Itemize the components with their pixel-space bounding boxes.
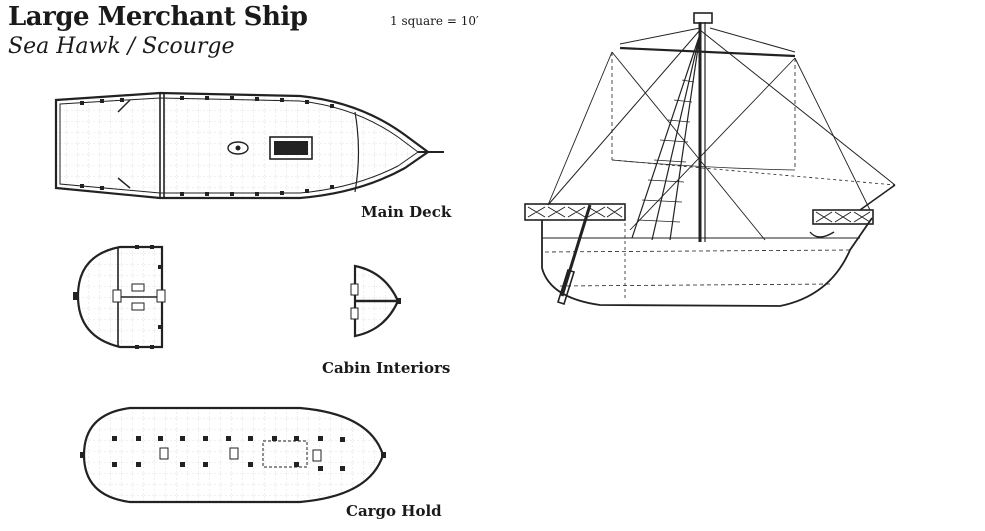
ship-subtitle: Sea Hawk / Scourge	[8, 34, 235, 59]
main-deck-plan	[54, 91, 444, 200]
ship-side-elevation	[524, 12, 896, 307]
bow-cabin-plan	[350, 264, 401, 338]
cargo-hold-label: Cargo Hold	[346, 502, 442, 520]
scale-note: 1 square = 10′	[390, 14, 479, 28]
cabin-interiors-label: Cabin Interiors	[322, 359, 451, 377]
stern-cabin-plan	[73, 245, 166, 349]
ship-title: Large Merchant Ship	[8, 2, 308, 32]
main-deck-label: Main Deck	[361, 203, 452, 221]
cargo-hold-plan	[80, 406, 386, 504]
